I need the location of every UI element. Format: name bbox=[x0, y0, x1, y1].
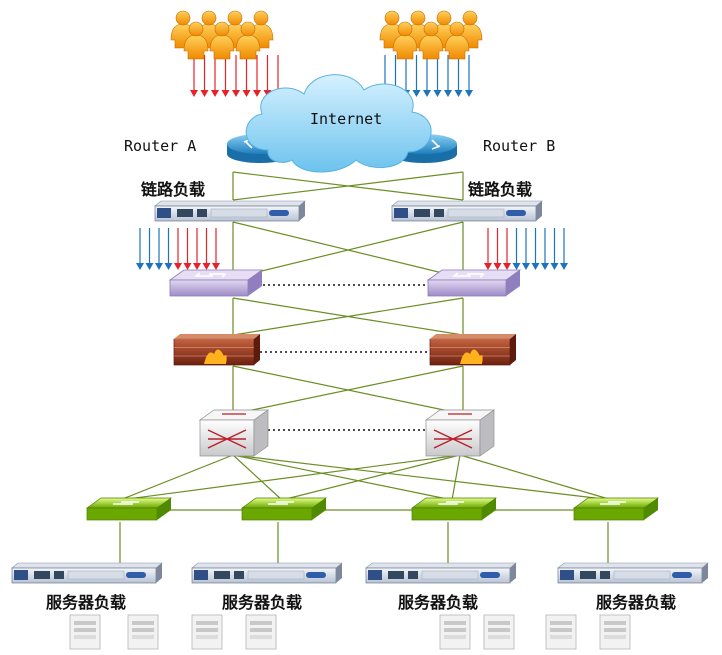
server-lb-label: 服务器负载 bbox=[596, 593, 677, 612]
traffic-arrow bbox=[503, 228, 511, 270]
traffic-arrow bbox=[444, 55, 452, 97]
traffic-arrow bbox=[136, 228, 144, 270]
traffic-arrow bbox=[541, 228, 549, 270]
traffic-arrow bbox=[164, 228, 173, 270]
user-icon bbox=[183, 21, 209, 60]
access-switch-icon bbox=[572, 497, 660, 521]
traffic-arrow bbox=[412, 55, 421, 97]
traffic-arrow bbox=[242, 55, 251, 97]
server-icon bbox=[599, 614, 631, 650]
user-group-icon bbox=[170, 10, 274, 60]
router-b-label: Router B bbox=[483, 137, 556, 155]
ha-links bbox=[258, 284, 430, 431]
server-icon bbox=[545, 614, 577, 650]
load-balancer-icon bbox=[11, 562, 163, 584]
access-switch-icon bbox=[410, 497, 498, 521]
traffic-arrow bbox=[174, 228, 182, 270]
load-balancer-icon bbox=[191, 562, 343, 584]
traffic-arrow bbox=[531, 228, 540, 270]
server-lb-label: 服务器负载 bbox=[46, 593, 127, 612]
server-icon bbox=[69, 614, 101, 650]
access-switch-icon bbox=[240, 497, 328, 521]
cloud-label: Internet bbox=[310, 110, 383, 128]
server-icon bbox=[69, 614, 631, 650]
access-switch-icon bbox=[85, 497, 173, 521]
load-balancer-icon bbox=[557, 562, 709, 584]
traffic-arrow bbox=[560, 228, 568, 270]
core-switch-icon bbox=[424, 409, 496, 457]
user-icon bbox=[209, 21, 235, 60]
traffic-arrow bbox=[221, 55, 230, 97]
server-icon bbox=[245, 614, 277, 650]
firewall-icon bbox=[429, 334, 516, 366]
server-lb-label: 服务器负载 bbox=[398, 593, 479, 612]
link-lb-left-label: 链路负载 bbox=[141, 180, 206, 199]
server-icon bbox=[127, 614, 159, 650]
traffic-arrow bbox=[550, 228, 559, 270]
traffic-arrow bbox=[433, 55, 442, 97]
traffic-arrow bbox=[145, 228, 154, 270]
traffic-arrow bbox=[232, 55, 240, 97]
user-icon bbox=[444, 21, 470, 60]
traffic-arrow bbox=[454, 55, 463, 97]
traffic-arrow bbox=[493, 228, 502, 270]
load-balancer-icon bbox=[11, 562, 709, 584]
traffic-arrow bbox=[423, 55, 431, 97]
user-group-icon bbox=[379, 10, 483, 60]
server-lb-label: 服务器负载 bbox=[222, 593, 303, 612]
load-balancer-icon bbox=[154, 200, 306, 222]
firewall-icon bbox=[173, 334, 260, 366]
traffic-arrow bbox=[190, 55, 198, 97]
link-lines bbox=[119, 171, 613, 563]
traffic-arrow bbox=[212, 228, 220, 270]
core-switch-icon bbox=[198, 409, 270, 457]
link-lb-right-label: 链路负载 bbox=[468, 180, 533, 199]
traffic-arrow bbox=[465, 55, 473, 97]
switch-icon bbox=[168, 269, 264, 297]
core-switch-icon bbox=[198, 409, 496, 457]
traffic-arrow bbox=[155, 228, 163, 270]
access-switch-icon bbox=[85, 497, 660, 521]
load-balancer-icon bbox=[391, 200, 543, 222]
router-a-label: Router A bbox=[124, 137, 197, 155]
traffic-arrow bbox=[522, 228, 530, 270]
switch-icon bbox=[426, 269, 522, 297]
traffic-arrow bbox=[512, 228, 521, 270]
load-balancer-icon bbox=[365, 562, 517, 584]
firewall-icon bbox=[173, 334, 516, 366]
traffic-arrow bbox=[193, 228, 201, 270]
server-icon bbox=[483, 614, 515, 650]
traffic-arrow bbox=[484, 228, 492, 270]
server-icon bbox=[439, 614, 471, 650]
server-icon bbox=[191, 614, 223, 650]
traffic-arrow bbox=[211, 55, 219, 97]
traffic-arrow bbox=[253, 55, 261, 97]
cloud-icon bbox=[245, 74, 432, 173]
traffic-arrow bbox=[200, 55, 209, 97]
traffic-arrow bbox=[202, 228, 211, 270]
traffic-arrow bbox=[183, 228, 192, 270]
user-icon bbox=[235, 21, 261, 60]
traffic-arrow bbox=[263, 55, 272, 97]
user-icon bbox=[418, 21, 444, 60]
load-balancer-icon bbox=[154, 200, 543, 222]
user-icon bbox=[392, 21, 418, 60]
